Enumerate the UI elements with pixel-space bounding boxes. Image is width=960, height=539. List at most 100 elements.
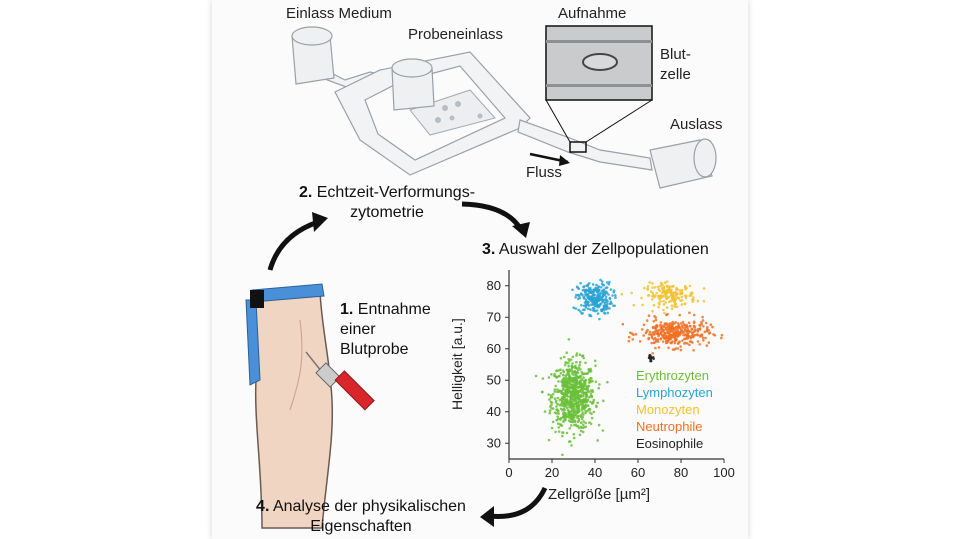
data-point xyxy=(591,390,595,394)
step-2-label: 2. Echtzeit-Verformungs- zytometrie xyxy=(282,183,492,223)
data-point xyxy=(584,294,587,297)
data-point xyxy=(572,370,575,374)
data-point xyxy=(686,333,689,336)
data-point xyxy=(576,385,580,389)
data-point xyxy=(572,398,576,401)
data-point xyxy=(602,283,605,287)
data-point xyxy=(682,330,685,334)
data-point xyxy=(567,358,570,361)
data-point xyxy=(677,330,680,334)
data-point xyxy=(651,352,654,355)
data-point xyxy=(599,292,602,296)
data-point xyxy=(594,286,598,290)
data-point xyxy=(581,293,584,297)
data-point xyxy=(569,420,572,424)
step-2-number: 2. xyxy=(298,184,313,201)
data-point xyxy=(692,320,696,324)
data-point xyxy=(548,411,551,415)
data-point xyxy=(705,344,709,347)
data-point xyxy=(687,335,691,338)
data-point xyxy=(683,333,687,337)
data-point xyxy=(696,299,700,303)
data-point xyxy=(579,415,583,419)
data-point xyxy=(595,405,598,409)
data-point xyxy=(579,400,582,404)
data-point xyxy=(651,309,654,313)
data-point xyxy=(562,355,566,359)
data-point xyxy=(690,327,694,331)
data-point xyxy=(604,308,608,311)
data-point xyxy=(670,307,674,311)
data-point xyxy=(577,414,581,418)
data-point xyxy=(543,410,547,413)
data-point xyxy=(665,326,669,329)
data-point xyxy=(650,333,653,336)
data-point xyxy=(690,294,693,297)
data-point xyxy=(674,331,678,334)
legend-monozyten: Monozyten xyxy=(636,402,700,417)
step-4-label: 4. Analyse der physikalischen Eigenschaf… xyxy=(236,497,486,537)
data-point xyxy=(600,280,604,283)
data-point xyxy=(681,339,684,342)
data-point xyxy=(572,436,576,440)
data-point xyxy=(696,340,700,343)
data-point xyxy=(584,361,587,365)
data-point xyxy=(704,321,708,325)
data-point xyxy=(570,385,574,388)
data-point xyxy=(652,303,656,307)
needle xyxy=(305,351,323,373)
x-tick-label: 20 xyxy=(545,465,559,480)
data-point xyxy=(676,347,680,350)
data-point xyxy=(665,334,669,338)
data-point xyxy=(657,288,660,291)
data-point xyxy=(580,394,583,398)
data-point xyxy=(679,322,683,325)
data-point xyxy=(596,401,599,405)
data-point xyxy=(678,289,682,292)
data-point xyxy=(702,300,706,303)
data-point xyxy=(590,402,594,405)
data-point xyxy=(720,336,723,340)
data-point xyxy=(584,421,587,425)
data-point xyxy=(583,301,587,304)
data-point xyxy=(588,381,591,384)
data-point xyxy=(581,411,584,414)
data-point xyxy=(597,299,601,302)
step-1-line1: Entnahme xyxy=(357,301,431,318)
data-point xyxy=(590,394,594,398)
data-point xyxy=(571,413,574,416)
sample-chamber xyxy=(409,89,496,136)
step-2-line1: Echtzeit-Verformungs- xyxy=(316,184,476,201)
data-point xyxy=(565,351,568,355)
data-point xyxy=(664,292,668,296)
data-point xyxy=(554,384,557,388)
data-point xyxy=(567,374,571,377)
data-point xyxy=(584,405,588,409)
series-eosinophile xyxy=(647,354,655,363)
data-point xyxy=(575,378,579,381)
data-point xyxy=(557,426,560,429)
data-point xyxy=(578,360,582,364)
data-point xyxy=(581,386,585,390)
series-lymphozyten xyxy=(571,278,617,321)
data-point xyxy=(679,348,683,352)
data-point xyxy=(584,392,588,395)
data-point xyxy=(673,341,677,345)
data-point xyxy=(660,326,664,330)
data-point xyxy=(595,283,598,287)
data-point xyxy=(555,376,558,379)
data-point xyxy=(596,312,600,315)
data-point xyxy=(672,326,676,330)
y-tick-label: 30 xyxy=(487,435,501,450)
data-point xyxy=(589,376,593,380)
data-point xyxy=(688,311,691,315)
data-point xyxy=(674,347,678,350)
data-point xyxy=(555,369,558,373)
data-point xyxy=(614,296,617,299)
data-point xyxy=(648,333,651,336)
step-1-line2: einer xyxy=(340,321,376,338)
data-point xyxy=(589,367,592,371)
data-point xyxy=(574,296,577,299)
blood-cell-label-2: zelle xyxy=(660,66,691,83)
data-point xyxy=(575,380,579,383)
